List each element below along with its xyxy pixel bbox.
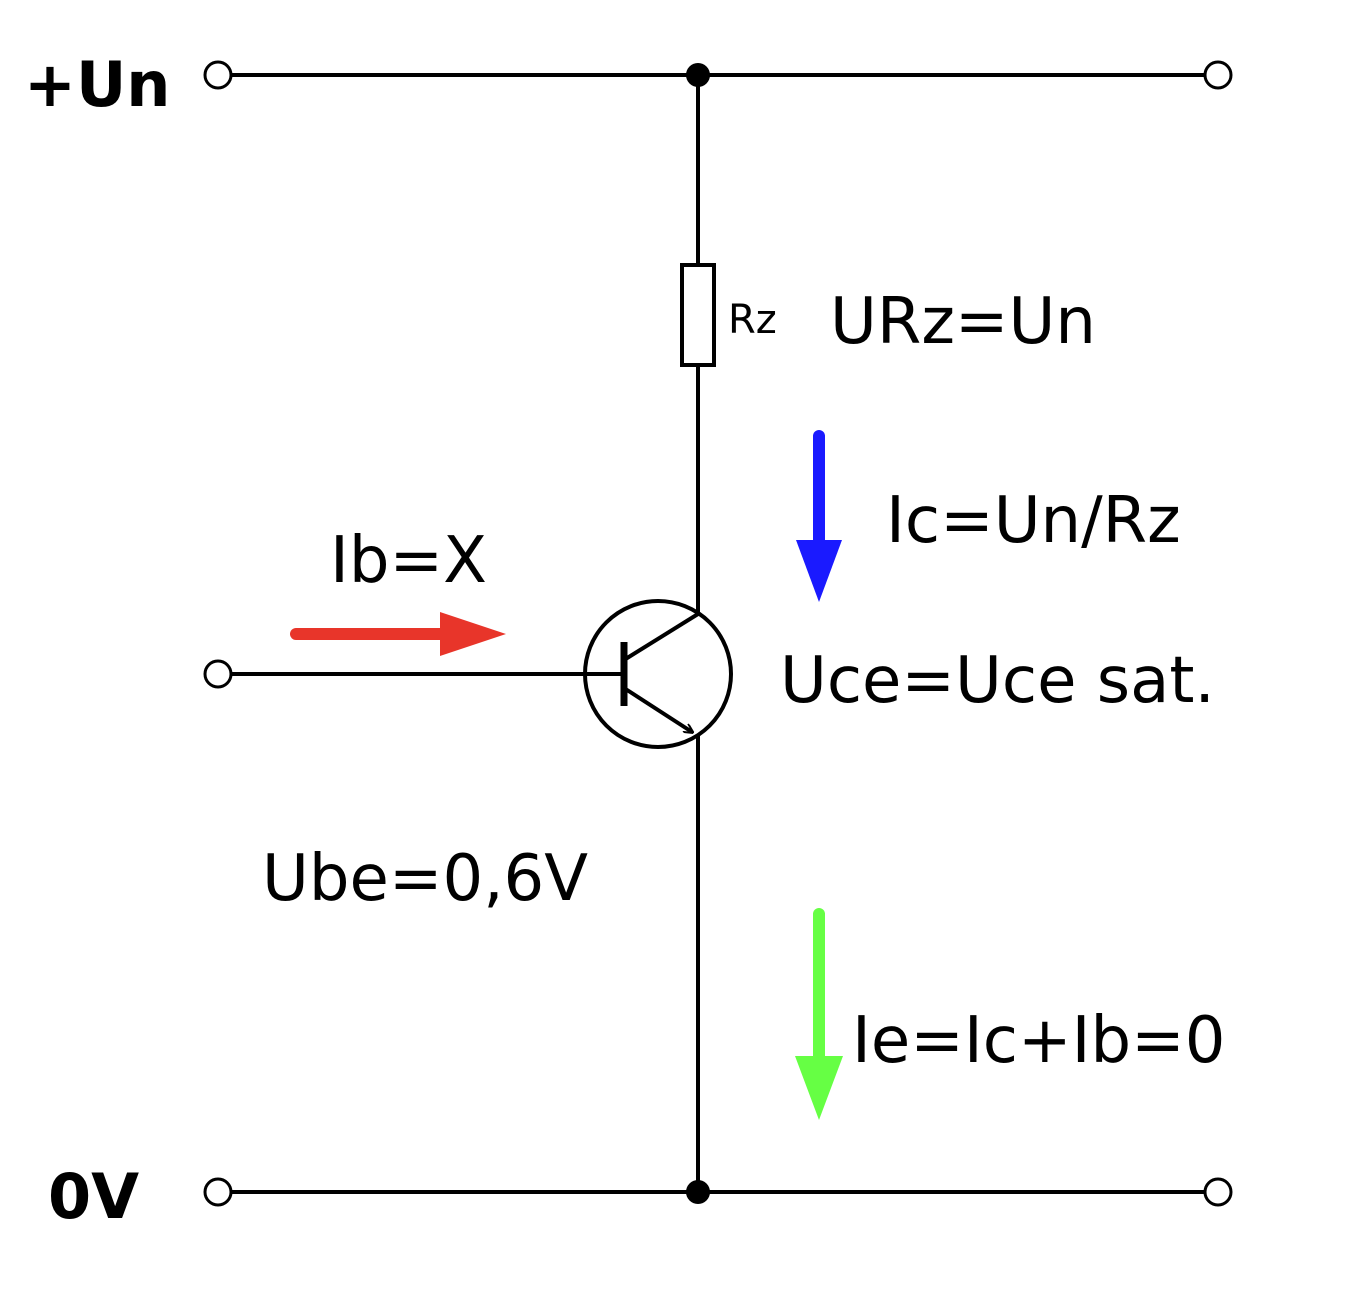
collector-current-label: Ic=Un/Rz [886, 484, 1181, 558]
emitter-current-label: Ie=Ic+Ib=0 [852, 1004, 1225, 1078]
base-current-label: Ib=X [330, 524, 487, 598]
collector-current-arrow [796, 430, 842, 602]
bottom-left-terminal [203, 1177, 233, 1207]
transistor-collector-lead [622, 612, 700, 662]
npn-transistor [583, 599, 733, 749]
supply-ground-label: 0V [48, 1160, 139, 1233]
resistor-voltage-label: URz=Un [830, 285, 1096, 359]
base-current-arrow [290, 612, 506, 656]
collector-emitter-voltage-label: Uce=Uce sat. [780, 644, 1215, 718]
resistor-name-label: Rz [728, 297, 777, 343]
transistor-emitter-lead [622, 686, 692, 732]
transistor-envelope [583, 599, 733, 749]
bottom-right-terminal [1203, 1177, 1233, 1207]
top-left-terminal [203, 60, 233, 90]
emitter-current-arrow [795, 908, 843, 1120]
top-right-terminal [1203, 60, 1233, 90]
base-input-terminal [203, 659, 233, 689]
base-emitter-voltage-label: Ube=0,6V [262, 842, 588, 916]
resistor-rz [680, 263, 716, 367]
supply-positive-label: +Un [24, 48, 170, 121]
